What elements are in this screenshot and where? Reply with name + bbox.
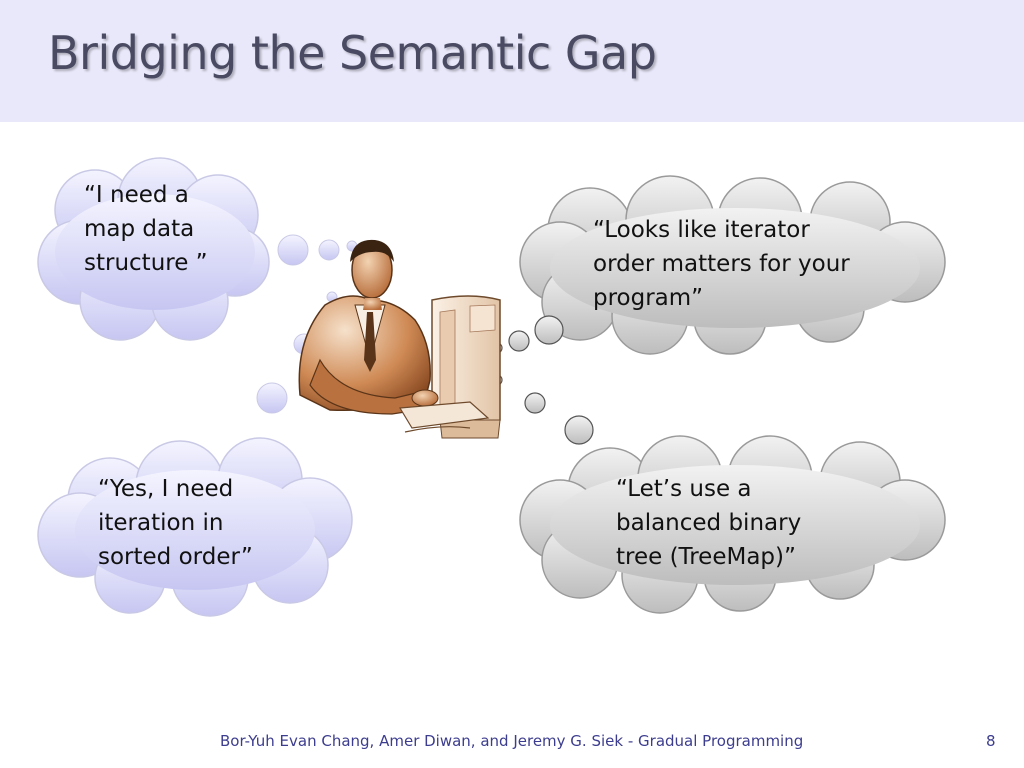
bubble-text-user-confirm: “Yes, I need iteration in sorted order” <box>98 476 253 570</box>
title-band <box>0 0 1024 122</box>
page-number: 8 <box>986 732 996 750</box>
person-at-computer-icon <box>298 239 501 439</box>
thought-trail-tool <box>491 315 594 445</box>
thought-bubble-user-need-core <box>55 194 255 310</box>
thought-bubble-tool-recommend-core <box>550 465 920 585</box>
bubble-text-tool-suggestion: “Looks like iterator order matters for y… <box>593 217 850 311</box>
bubble-text-tool-recommend: “Let’s use a balanced binary tree (TreeM… <box>616 476 802 570</box>
thought-bubble-tool-suggestion-core <box>550 208 920 328</box>
thought-bubble-user-confirm-core <box>75 470 315 590</box>
slide-title: Bridging the Semantic Gap <box>48 26 657 80</box>
bubble-text-user-need: “I need a map data structure ” <box>84 182 208 276</box>
slide-footer: Bor-Yuh Evan Chang, Amer Diwan, and Jere… <box>220 732 804 750</box>
